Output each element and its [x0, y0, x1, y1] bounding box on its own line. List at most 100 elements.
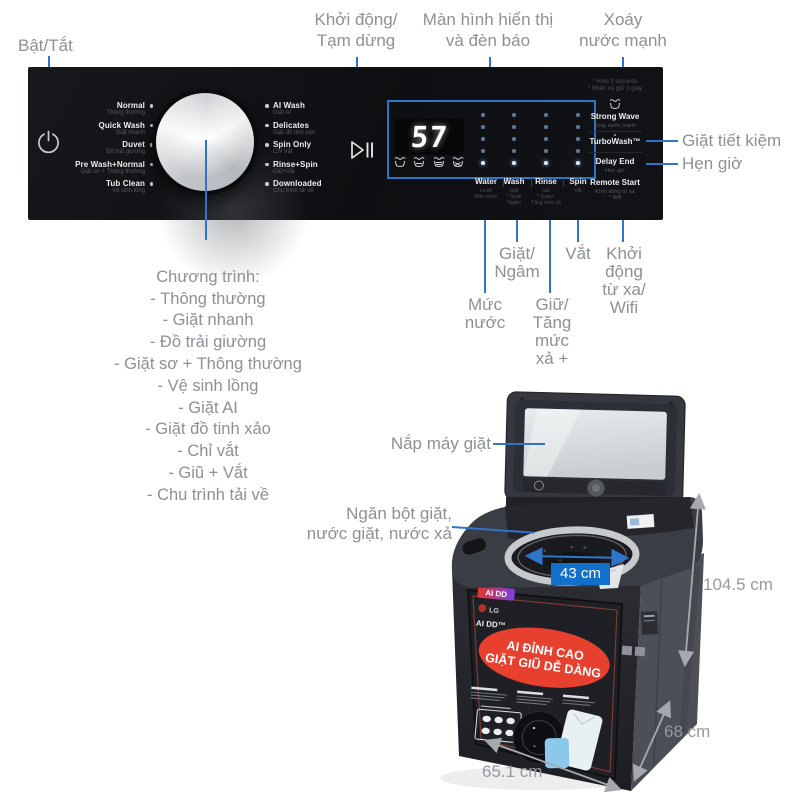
tub-icon — [433, 157, 445, 168]
callout-water-level: Mức nước — [464, 295, 506, 332]
option-delay-end: Delay End Hẹn giờ — [565, 157, 665, 174]
dimension-depth: 68 cm — [664, 722, 711, 741]
callout-line-lid — [493, 443, 545, 445]
column-water: Water Level Mức nước — [464, 177, 508, 200]
column-wash: Wash Giặt * Soak Ngâm — [492, 177, 536, 206]
list-item: - Giũ + Vắt — [168, 463, 248, 482]
program-en: Delicates — [273, 120, 310, 130]
column-separator — [531, 178, 532, 187]
program-item: Spin Only Chỉ Vắt — [265, 140, 393, 160]
strong-wave-icon — [609, 99, 621, 110]
column-en: Wash — [503, 177, 525, 186]
tub-icon — [394, 157, 406, 168]
callout-timer-label: Hẹn giờ — [682, 154, 743, 173]
turbowash-dot — [613, 133, 616, 136]
list-item: - Thông thường — [150, 289, 266, 308]
program-en: Duvet — [122, 140, 145, 150]
column-vi: Vắt — [574, 188, 582, 194]
product-name: AI DD™ — [476, 619, 506, 631]
program-en: Quick Wash — [98, 120, 145, 130]
program-dial-right: AI Wash Giặt AI Delicates Giặt đồ tinh x… — [265, 101, 393, 199]
program-en: AI Wash — [273, 101, 305, 110]
column-vi: Giũ * Soak+ Tăng mức xả — [531, 188, 561, 206]
option-strong-wave: Strong Wave Xoáy nước mạnh — [565, 112, 665, 129]
column-spin: Spin Vắt — [556, 177, 600, 194]
list-item: - Giặt sơ + Thông thường — [114, 354, 302, 373]
list-item: - Vệ sinh lồng — [157, 376, 259, 395]
callout-drawer-label: Ngăn bột giặt, nước giặt, nước xả — [306, 504, 452, 543]
program-en: Normal — [116, 101, 145, 110]
program-en: Spin Only — [273, 140, 312, 150]
deck-handle — [462, 538, 486, 555]
column-separator — [503, 178, 504, 187]
option-en: Delay End — [595, 157, 635, 166]
program-vi: Chỉ Vắt — [273, 149, 293, 156]
depth-arrow — [632, 700, 672, 782]
program-item: Downloaded Chu trình tải về — [265, 179, 393, 199]
option-vi: Khởi động từ xa * Wifi — [595, 188, 635, 202]
program-en: Pre Wash+Normal — [75, 159, 145, 169]
program-dot — [149, 162, 153, 167]
list-item: - Chỉ vắt — [177, 442, 239, 461]
program-vi: Thông thường — [106, 110, 145, 116]
program-item: Quick Wash Giặt nhanh — [28, 120, 153, 141]
lid-lg-logo — [533, 480, 544, 491]
callout-spin: Vắt — [565, 244, 591, 263]
callout-rinse-hold: Giữ/ Tăng mức xả + — [532, 295, 572, 368]
program-dot — [149, 143, 153, 147]
tub-icon — [413, 157, 425, 168]
option-separator — [588, 131, 642, 132]
power-icon — [38, 130, 59, 154]
feature-columns — [470, 686, 595, 706]
column-en: Water — [475, 177, 497, 186]
drum-width-badge: 43 cm — [551, 563, 610, 585]
machine-type-icons — [621, 645, 633, 656]
callout-line-water — [484, 220, 486, 293]
column-en: Spin — [569, 177, 587, 186]
option-vi: Hẹn giờ — [605, 167, 625, 174]
callout-line-remote — [622, 220, 624, 242]
option-en: Strong Wave — [590, 112, 640, 121]
callout-remote: Khởi động từ xa/ Wifi — [602, 244, 646, 317]
list-item: - Giặt nhanh — [162, 311, 254, 330]
machine-lid — [504, 391, 686, 505]
callout-start-pause-label: Khởi động/ Tạm dừng — [314, 10, 398, 50]
program-vi: Chu trình tải về — [273, 188, 314, 195]
energy-label — [639, 610, 660, 636]
callout-strong-wave-label: Xoáy nước mạnh — [579, 10, 667, 50]
program-text-list: Chương trình: - Thông thường - Giặt nhanh -… — [98, 245, 318, 507]
program-dot — [265, 143, 269, 147]
lcd-value: 57 — [409, 120, 449, 154]
column-separator — [563, 178, 564, 187]
hold-note: * Hold 3 seconds * Nhấn và giữ 3 giây — [587, 79, 643, 92]
program-dot — [265, 162, 269, 167]
program-dot — [149, 123, 153, 128]
column-rinse: Rinse Giũ * Soak+ Tăng mức xả — [524, 177, 568, 206]
program-item: Delicates Giặt đồ tinh xảo — [265, 120, 393, 141]
program-dot — [265, 104, 269, 108]
water-level-icons — [393, 156, 465, 168]
program-dot — [265, 182, 269, 186]
indicator-dots-water — [481, 113, 485, 173]
program-list-title: Chương trình: — [156, 267, 260, 286]
lg-logo — [478, 604, 487, 613]
indicator-dots-wash — [512, 113, 516, 173]
indicator-dots-spin — [576, 113, 580, 173]
play-pause-icon — [351, 141, 373, 159]
program-en: Tub Clean — [106, 179, 145, 189]
program-item: Normal Thông thường — [28, 101, 153, 121]
program-vi: Vệ sinh lồng — [111, 188, 145, 195]
option-turbowash: TurboWash™ — [565, 137, 665, 146]
callout-line-rinse — [549, 220, 551, 293]
callout-line-timer — [646, 163, 678, 165]
program-item: Duvet Đồ trải giường — [28, 140, 153, 160]
program-item: Rinse+Spin Giũ+Vắt — [265, 160, 393, 180]
lcd-display: 57 — [394, 119, 464, 155]
display-annotation-box — [387, 100, 596, 179]
option-en: Remote Start — [590, 178, 640, 187]
machine-illustration: AI DD LG AI DD™ AI ĐỈNH CAO GIẶT GIŨ DỄ … — [440, 391, 706, 793]
column-vi: Level Mức nước — [474, 188, 498, 200]
program-en: Downloaded — [273, 179, 322, 189]
lg-logo-text: LG — [489, 607, 500, 615]
